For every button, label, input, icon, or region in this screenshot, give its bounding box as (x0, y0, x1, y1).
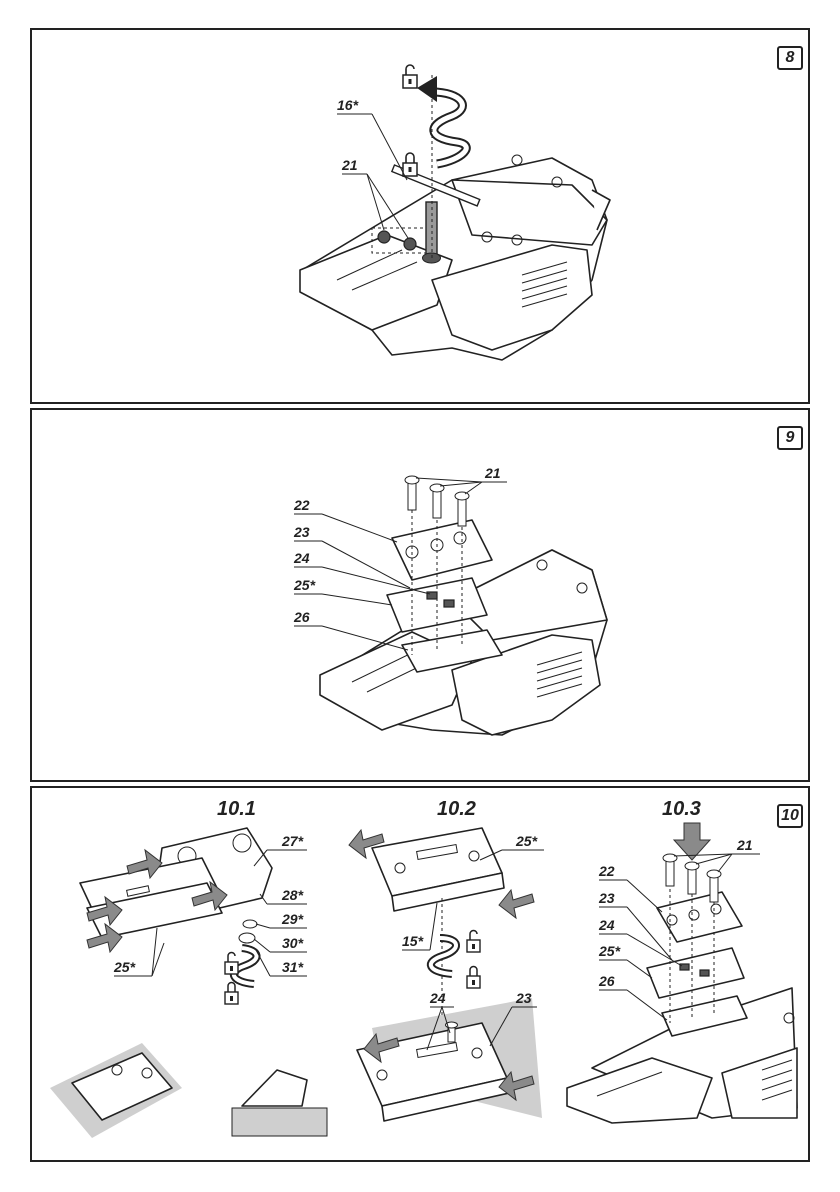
label-21-c: 21 (736, 837, 753, 853)
figure-9-panel: 9 21 22 23 24 (30, 408, 810, 782)
inset-blade-on-surface (242, 1070, 307, 1106)
pressure-plate-22-b (657, 892, 742, 942)
screw-icon (405, 476, 419, 510)
label-26-c: 26 (598, 973, 615, 989)
label-23-b: 23 (515, 990, 532, 1006)
label-24: 24 (293, 550, 310, 566)
figure-10-panel: 10 10.1 10.2 10.3 27* 28* (30, 786, 810, 1162)
label-26: 26 (293, 609, 310, 625)
label-21: 21 (341, 157, 358, 173)
nut-icon (239, 933, 255, 943)
label-31: 31* (282, 959, 304, 975)
lock-open-icon (403, 65, 417, 88)
blade-holder-25-c (647, 948, 744, 998)
lock-closed-icon (225, 983, 238, 1005)
label-22: 22 (293, 497, 310, 513)
label-25-c: 25* (598, 943, 621, 959)
figure-9-drawing: 21 22 23 24 25* 26 (32, 410, 812, 784)
lock-closed-icon (467, 967, 480, 989)
figure-8-drawing: 16* 21 (32, 30, 812, 406)
figure-8-panel: 8 (30, 28, 810, 404)
label-15: 15* (402, 933, 424, 949)
lock-open-icon (467, 931, 480, 953)
screw-head (404, 238, 416, 250)
label-16: 16* (337, 97, 359, 113)
screw-head (378, 231, 390, 243)
label-28: 28* (281, 887, 304, 903)
label-24-b: 24 (429, 990, 446, 1006)
label-27: 27* (281, 833, 304, 849)
label-25-b: 25* (515, 833, 538, 849)
label-25-a: 25* (113, 959, 136, 975)
lock-closed-icon (403, 153, 417, 176)
washer-icon (243, 920, 257, 928)
label-22-c: 22 (598, 863, 615, 879)
rotation-arrow-icon (431, 938, 456, 974)
inset-work-surface (232, 1108, 327, 1136)
label-30: 30* (282, 935, 304, 951)
label-23: 23 (293, 524, 310, 540)
label-29: 29* (281, 911, 304, 927)
label-23-c: 23 (598, 890, 615, 906)
screw-icon (663, 854, 677, 886)
rotation-arrow-icon (417, 76, 466, 164)
screw-icon (430, 484, 444, 518)
figure-10-drawing: 27* 28* 29* 30* 31* 25* (32, 788, 812, 1164)
screw-icon (685, 862, 699, 894)
push-arrow-icon (499, 890, 534, 918)
label-24-c: 24 (598, 917, 615, 933)
lock-open-icon (225, 953, 238, 975)
pressure-plate-22 (392, 520, 492, 580)
label-25: 25* (293, 577, 316, 593)
label-21: 21 (484, 465, 501, 481)
